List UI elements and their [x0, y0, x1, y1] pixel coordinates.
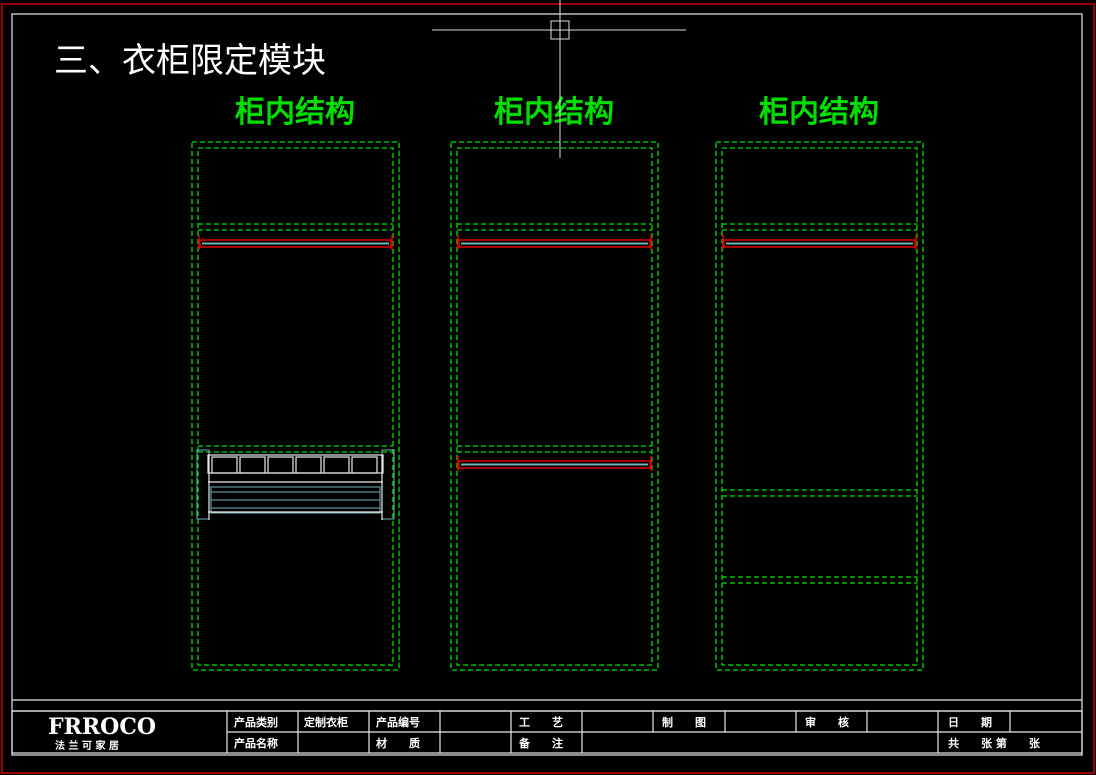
cabinet-inner-panel: [197, 147, 394, 666]
hanging-rod: [457, 235, 652, 250]
cabinet-inner-panel: [721, 147, 918, 666]
logo-subtitle: 法 兰 可 家 居: [55, 739, 119, 752]
drawing-label: 制 图: [662, 715, 706, 729]
cabinet-1[interactable]: 柜内结构: [191, 95, 400, 671]
remarks-label: 备 注: [518, 736, 563, 750]
shelf: [722, 223, 917, 231]
hanging-rod: [457, 456, 652, 471]
cabinet-outer-panel: [191, 141, 400, 671]
cabinet-2[interactable]: 柜内结构: [450, 95, 659, 671]
cabinet-outer-panel: [450, 141, 659, 671]
sheets-label: 共 张 第 张: [948, 736, 1041, 750]
cabinet-label: 柜内结构: [759, 95, 879, 130]
pull-out-basket-drawer: [196, 449, 395, 520]
crosshair-cursor: [432, 0, 686, 158]
outer-border: [1, 3, 1095, 774]
page-title: 三、衣柜限定模块: [54, 41, 326, 81]
cabinet-3[interactable]: 柜内结构: [715, 95, 924, 671]
shelf: [457, 223, 652, 231]
shelf: [722, 576, 917, 584]
hanging-rod: [722, 235, 917, 250]
material-label: 材 质: [376, 736, 420, 750]
cabinet-label: 柜内结构: [494, 95, 614, 130]
cabinet-inner-panel: [456, 147, 653, 666]
shelf: [198, 223, 393, 231]
cabinet-label: 柜内结构: [235, 95, 355, 130]
craft-label: 工 艺: [519, 715, 563, 729]
product-name-label: 产品名称: [234, 736, 278, 750]
date-label: 日 期: [948, 715, 992, 729]
product-category-value[interactable]: 定制衣柜: [304, 715, 348, 729]
product-category-label: 产品类别: [234, 715, 278, 729]
shelf: [722, 489, 917, 497]
review-label: 审 核: [805, 715, 849, 729]
cabinet-outer-panel: [715, 141, 924, 671]
product-number-label: 产品编号: [376, 715, 420, 729]
shelf: [198, 445, 393, 453]
logo: FRROCO: [48, 714, 156, 740]
title-block: FRROCO 法 兰 可 家 居 产品类别 定制衣柜 产品编号 工 艺 制 图 …: [11, 699, 1083, 754]
hanging-rod: [198, 235, 393, 250]
shelf: [457, 445, 652, 453]
inner-frame: [11, 13, 1083, 756]
